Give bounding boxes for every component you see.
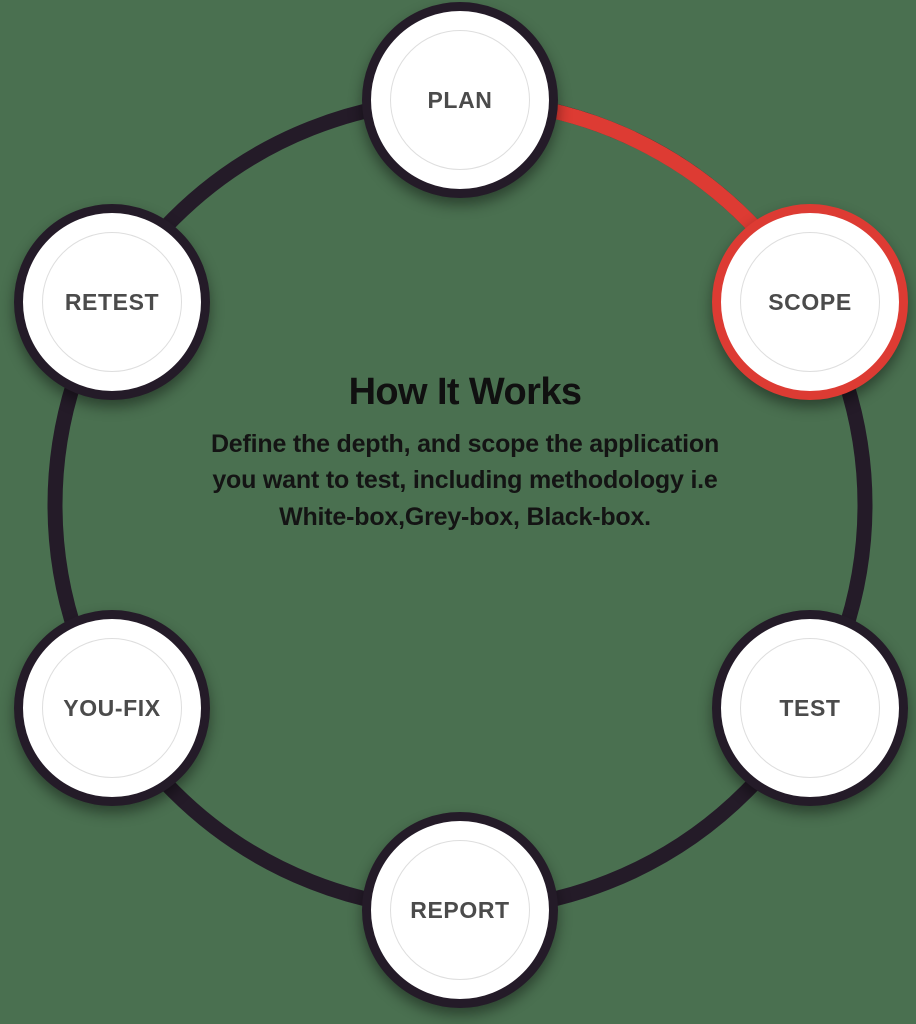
cycle-node-label: PLAN: [427, 86, 493, 113]
cycle-node-label: TEST: [779, 694, 841, 721]
cycle-node-label: RETEST: [64, 288, 160, 315]
cycle-node-label: REPORT: [410, 896, 510, 923]
cycle-node-test[interactable]: TEST: [712, 610, 908, 806]
cycle-node-retest[interactable]: RETEST: [14, 204, 210, 400]
cycle-node-label: YOU-FIX: [63, 694, 161, 721]
cycle-node-label: SCOPE: [768, 288, 852, 315]
cycle-node-report[interactable]: REPORT: [362, 812, 558, 1008]
cycle-node-you-fix[interactable]: YOU-FIX: [14, 610, 210, 806]
cycle-node-scope[interactable]: SCOPE: [712, 204, 908, 400]
cycle-node-plan[interactable]: PLAN: [362, 2, 558, 198]
